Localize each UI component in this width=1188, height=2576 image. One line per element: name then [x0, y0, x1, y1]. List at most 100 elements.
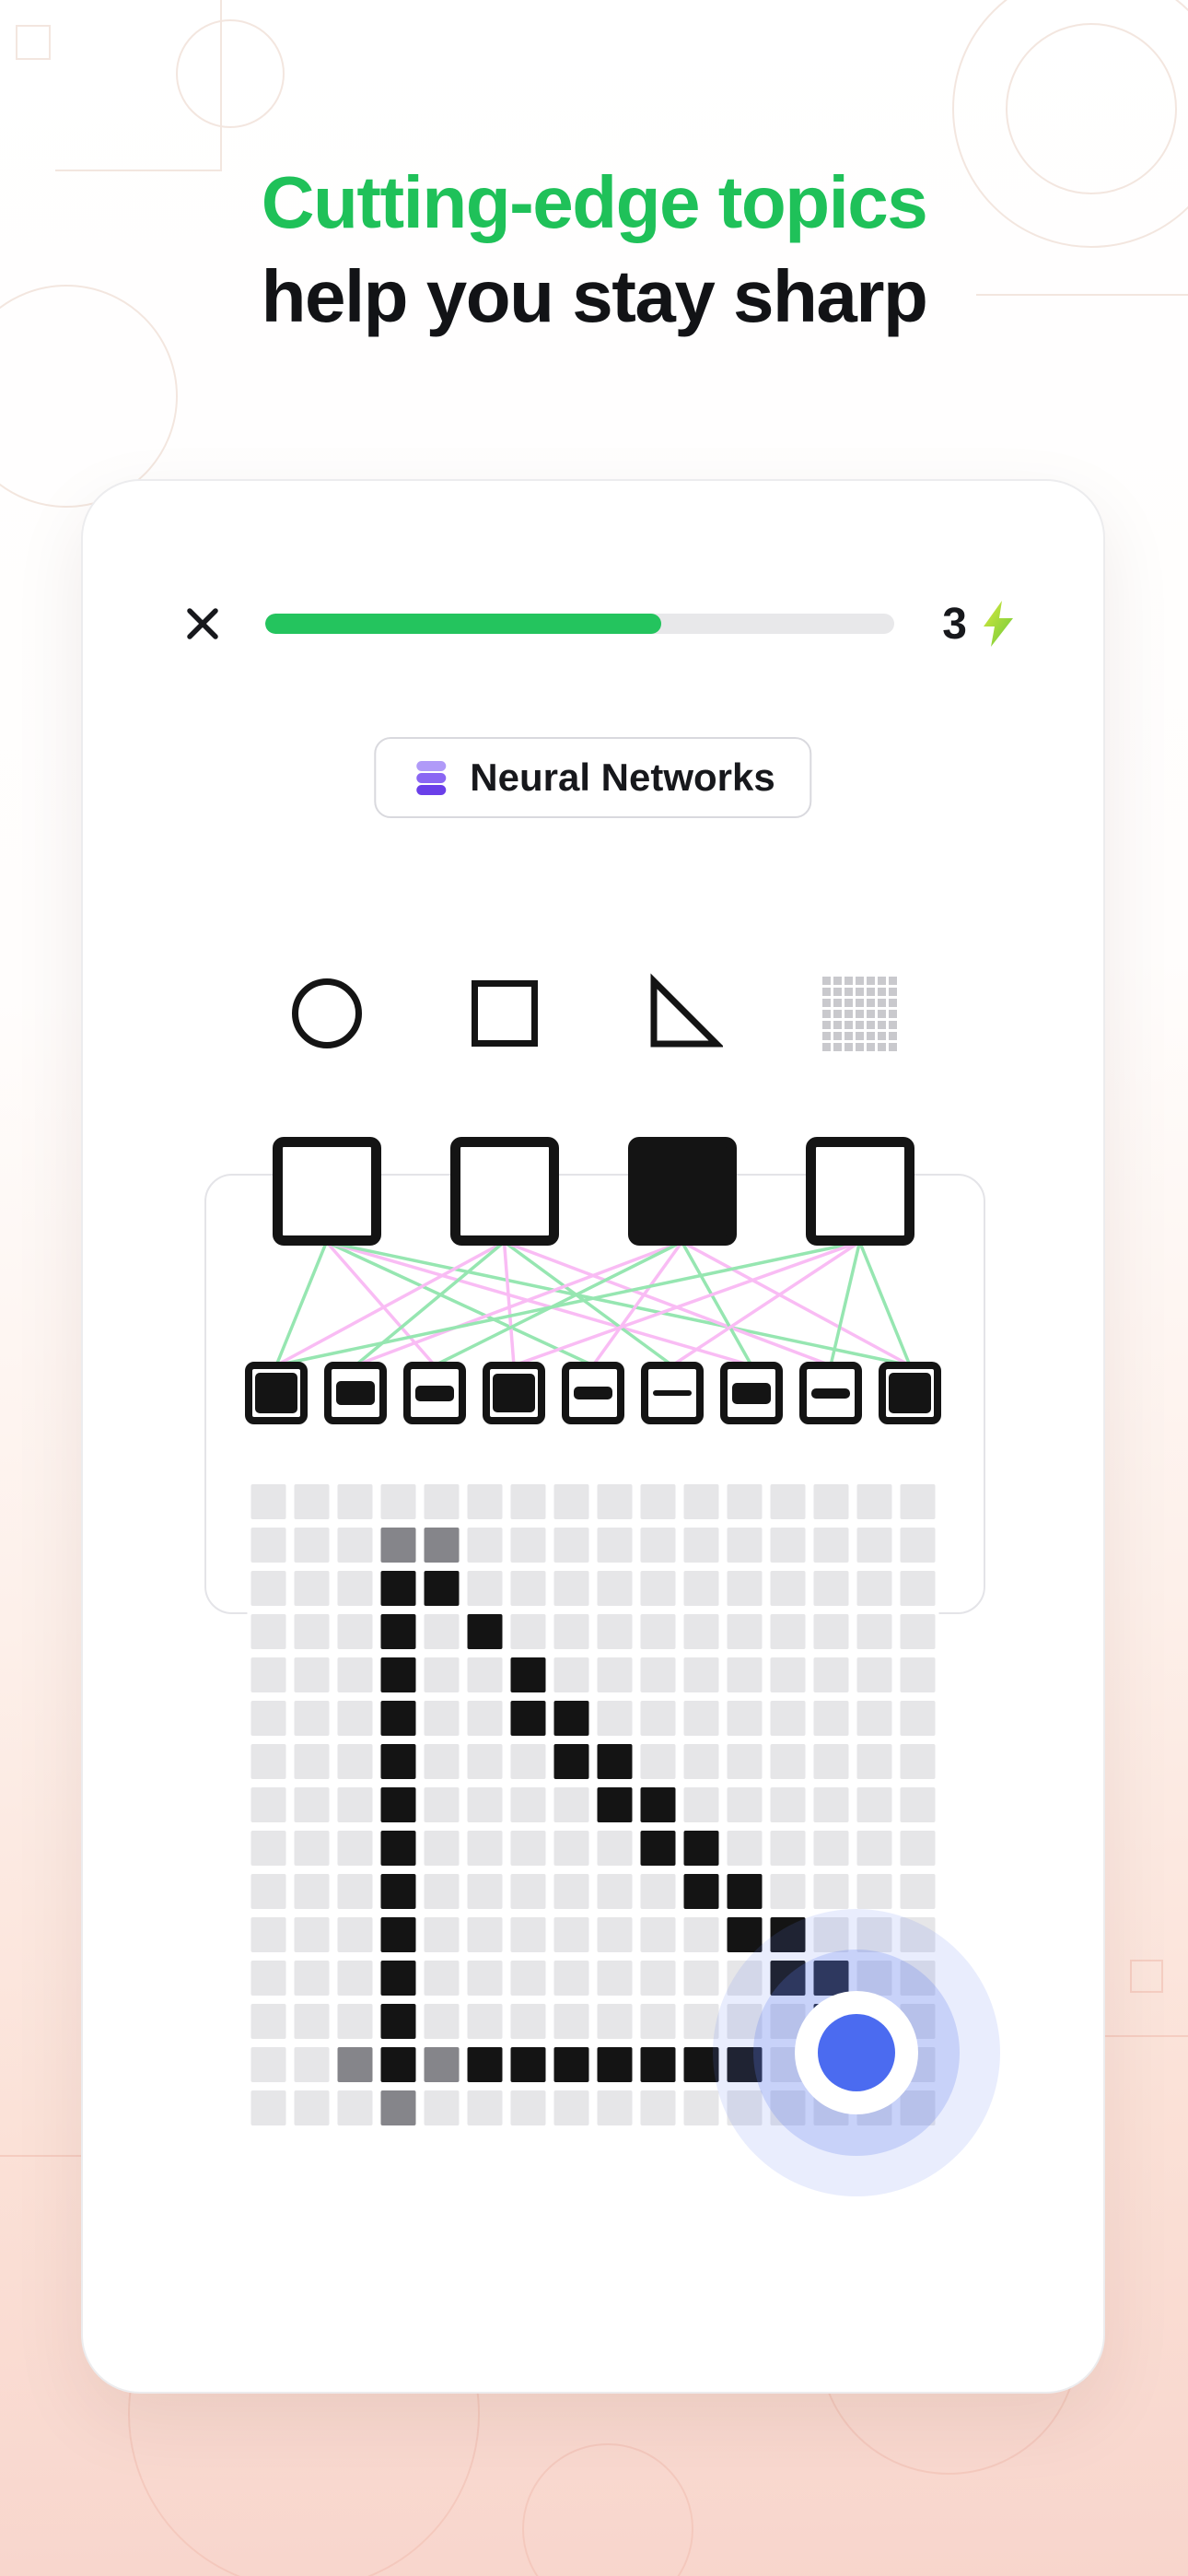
- grid-cell: [727, 1701, 763, 1736]
- grid-cell: [250, 1528, 286, 1563]
- grid-cell: [424, 2004, 460, 2039]
- grid-cell: [770, 1961, 806, 1996]
- grid-cell: [770, 1787, 806, 1822]
- grid-cell: [597, 2004, 633, 2039]
- grid-cell: [553, 2004, 589, 2039]
- grid-cell: [294, 1744, 330, 1779]
- grid-cell: [510, 1917, 546, 1952]
- grid-cell: [813, 1657, 849, 1692]
- grid-cell: [640, 1701, 676, 1736]
- grid-cell: [813, 1874, 849, 1909]
- grid-cell: [250, 1657, 286, 1692]
- shape-choices-row: [83, 971, 1103, 1056]
- grid-cell: [553, 1961, 589, 1996]
- grid-cell: [856, 1744, 892, 1779]
- grid-cell: [597, 1484, 633, 1519]
- grid-cell: [467, 2004, 503, 2039]
- grid-cell: [683, 1874, 719, 1909]
- grid-cell: [510, 1787, 546, 1822]
- grid-cell: [467, 1528, 503, 1563]
- grid-cell: [640, 1961, 676, 1996]
- grid-cell: [250, 1614, 286, 1649]
- grid-cell: [813, 1484, 849, 1519]
- grid-cell: [813, 1787, 849, 1822]
- close-button[interactable]: [181, 602, 225, 646]
- grid-cell: [856, 1917, 892, 1952]
- answer-option-3-selected[interactable]: [627, 1137, 737, 1246]
- grid-cell: [553, 1657, 589, 1692]
- grid-cell: [640, 1571, 676, 1606]
- grid-cell: [510, 1528, 546, 1563]
- grid-cell: [727, 1571, 763, 1606]
- drawing-grid[interactable]: [250, 1484, 936, 2125]
- grid-cell: [770, 1874, 806, 1909]
- grid-cell: [727, 1787, 763, 1822]
- grid-cell: [597, 1657, 633, 1692]
- close-icon: [187, 608, 218, 639]
- grid-cell: [597, 1528, 633, 1563]
- grid-cell: [640, 1614, 676, 1649]
- grid-cell: [640, 1831, 676, 1866]
- grid-cell: [900, 2090, 936, 2125]
- grid-cell: [727, 1614, 763, 1649]
- grid-cell: [424, 1614, 460, 1649]
- grid-cell: [856, 1874, 892, 1909]
- grid-cell: [294, 1614, 330, 1649]
- grid-cell: [467, 1961, 503, 1996]
- grid-cell: [813, 1571, 849, 1606]
- streak-count: 3: [942, 599, 967, 649]
- grid-cell: [467, 1614, 503, 1649]
- output-cell-4: [483, 1362, 545, 1424]
- headline-line2: help you stay sharp: [261, 255, 928, 337]
- grid-cell: [337, 1701, 373, 1736]
- grid-cell: [900, 1917, 936, 1952]
- grid-cell: [424, 1528, 460, 1563]
- topic-chip-label: Neural Networks: [470, 755, 775, 799]
- shape-triangle-icon: [642, 973, 723, 1054]
- grid-cell: [856, 1528, 892, 1563]
- grid-cell: [597, 1831, 633, 1866]
- grid-cell: [727, 1961, 763, 1996]
- grid-cell: [683, 1528, 719, 1563]
- grid-cell: [294, 1787, 330, 1822]
- grid-cell: [467, 1874, 503, 1909]
- grid-cell: [337, 2047, 373, 2082]
- grid-cell: [424, 1571, 460, 1606]
- grid-cell: [597, 1614, 633, 1649]
- grid-cell: [770, 1744, 806, 1779]
- headline: Cutting-edge topics help you stay sharp: [0, 155, 1188, 343]
- grid-cell: [424, 1961, 460, 1996]
- grid-cell: [337, 1787, 373, 1822]
- answer-option-4[interactable]: [805, 1137, 914, 1246]
- grid-cell: [900, 1701, 936, 1736]
- grid-cell: [640, 1484, 676, 1519]
- grid-cell: [380, 2090, 416, 2125]
- grid-cell: [294, 2004, 330, 2039]
- grid-cell: [770, 1917, 806, 1952]
- grid-cell: [727, 1917, 763, 1952]
- grid-cell: [510, 1874, 546, 1909]
- grid-cell: [900, 1961, 936, 1996]
- grid-cell: [380, 1874, 416, 1909]
- grid-cell: [640, 1787, 676, 1822]
- grid-cell: [683, 1657, 719, 1692]
- grid-cell: [640, 1528, 676, 1563]
- grid-cell: [337, 1614, 373, 1649]
- output-cell-8: [799, 1362, 862, 1424]
- grid-cell: [770, 1614, 806, 1649]
- grid-cell: [467, 1744, 503, 1779]
- answer-option-2[interactable]: [449, 1137, 559, 1246]
- grid-cell: [727, 2047, 763, 2082]
- streak-bolt-icon: [978, 599, 1019, 649]
- grid-cell: [856, 1571, 892, 1606]
- grid-cell: [640, 1874, 676, 1909]
- grid-cell: [770, 1528, 806, 1563]
- grid-cell: [813, 1831, 849, 1866]
- answer-option-1[interactable]: [272, 1137, 381, 1246]
- grid-cell: [337, 2090, 373, 2125]
- topic-chip: Neural Networks: [374, 737, 812, 818]
- grid-cell: [553, 1701, 589, 1736]
- progress-fill: [265, 614, 662, 634]
- grid-cell: [900, 1744, 936, 1779]
- grid-cell: [900, 1571, 936, 1606]
